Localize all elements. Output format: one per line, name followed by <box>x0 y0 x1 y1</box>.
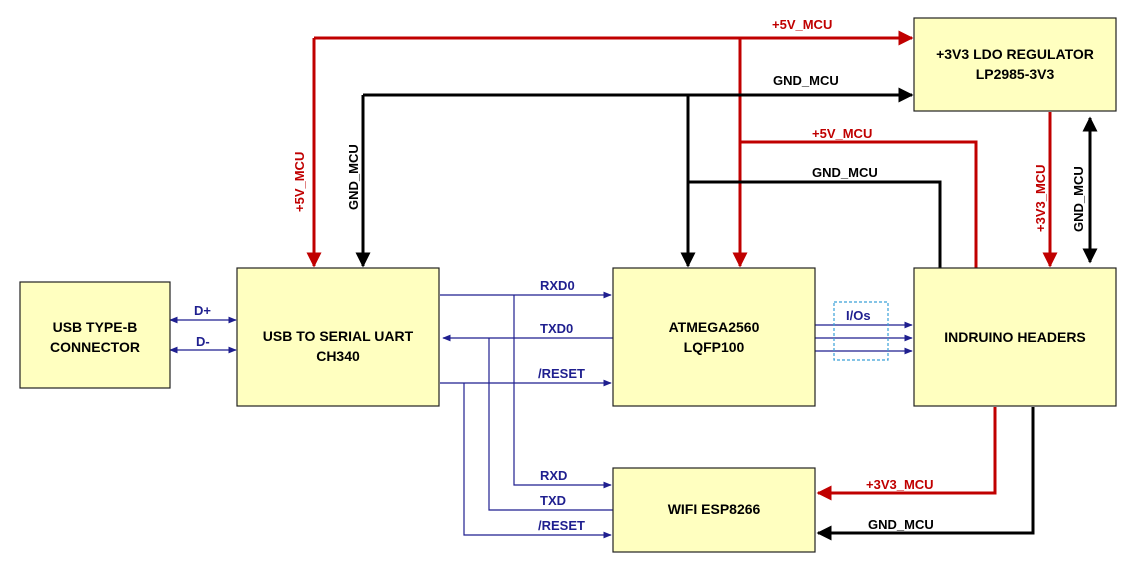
wire-3v3-to-wifi <box>816 407 997 501</box>
ground-nets <box>355 87 1098 541</box>
label-rxd0: RXD0 <box>540 278 575 293</box>
label-gnd-uart: GND_MCU <box>346 144 361 210</box>
block-mcu: ATMEGA2560 LQFP100 <box>612 267 816 407</box>
io-bus-group <box>833 301 889 361</box>
label-gnd-ldo: GND_MCU <box>1071 166 1086 232</box>
block-wifi: WIFI ESP8266 <box>612 467 816 553</box>
mcu-line2: LQFP100 <box>684 339 745 355</box>
usb-connector-line1: USB TYPE-B <box>53 319 138 335</box>
label-5v-top: +5V_MCU <box>772 17 832 32</box>
label-reset-wifi: /RESET <box>538 518 585 533</box>
label-txd0: TXD0 <box>540 321 573 336</box>
headers-line1: INDRUINO HEADERS <box>944 329 1086 345</box>
uart-line1: USB TO SERIAL UART <box>263 328 414 344</box>
wire-5v-to-headers <box>740 140 978 270</box>
wire-gnd-to-headers <box>688 180 942 270</box>
label-dminus: D- <box>196 334 210 349</box>
label-3v3-wifi: +3V3_MCU <box>866 477 934 492</box>
label-dplus: D+ <box>194 303 211 318</box>
label-txd: TXD <box>540 493 566 508</box>
uart-line2: CH340 <box>316 348 360 364</box>
block-usb-connector: USB TYPE-B CONNECTOR <box>19 281 171 389</box>
label-5v-uart: +5V_MCU <box>292 152 307 212</box>
signal-nets <box>169 291 913 539</box>
ldo-line1: +3V3 LDO REGULATOR <box>936 46 1094 62</box>
wire-rxd-wifi <box>513 295 612 489</box>
label-5v-mid: +5V_MCU <box>812 126 872 141</box>
label-rxd: RXD <box>540 468 567 483</box>
usb-connector-line2: CONNECTOR <box>50 339 140 355</box>
mcu-line1: ATMEGA2560 <box>669 319 760 335</box>
label-ios: I/Os <box>846 308 871 323</box>
ldo-line2: LP2985-3V3 <box>976 66 1055 82</box>
block-ldo: +3V3 LDO REGULATOR LP2985-3V3 <box>913 17 1117 112</box>
wire-txd-wifi <box>488 338 613 511</box>
label-reset-mcu: /RESET <box>538 366 585 381</box>
wifi-line1: WIFI ESP8266 <box>668 501 761 517</box>
wire-reset-wifi <box>463 383 612 539</box>
block-uart: USB TO SERIAL UART CH340 <box>236 267 440 407</box>
label-gnd-mid: GND_MCU <box>812 165 878 180</box>
wire-gnd-to-wifi <box>816 407 1035 541</box>
label-gnd-top: GND_MCU <box>773 73 839 88</box>
power-nets <box>306 30 1058 501</box>
label-3v3-ldo: +3V3_MCU <box>1033 164 1048 232</box>
block-headers: INDRUINO HEADERS <box>913 267 1117 407</box>
label-gnd-wifi: GND_MCU <box>868 517 934 532</box>
